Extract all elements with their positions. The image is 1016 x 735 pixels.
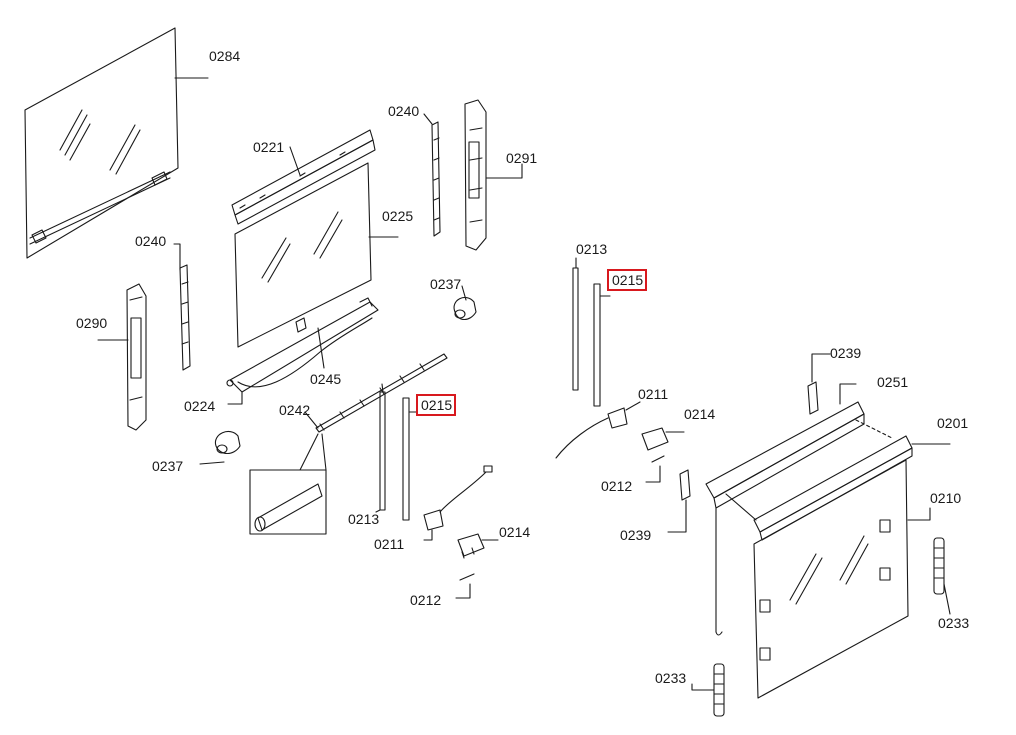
label-0251: 0251: [877, 374, 909, 390]
part-0221-top-profile: [231, 129, 376, 225]
part-0237-clip-upper: [453, 285, 477, 321]
part-0225-inner-glass: [234, 162, 399, 348]
label-0291: 0291: [506, 150, 538, 166]
part-0214-latch-left: [457, 533, 499, 559]
label-0214: 0214: [684, 406, 716, 422]
label-0215-highlighted: 0215: [415, 394, 457, 416]
leader-0245: [317, 327, 325, 369]
label-0245: 0245: [310, 371, 342, 387]
label-0233: 0233: [655, 670, 687, 686]
label-0284: 0284: [209, 48, 241, 64]
label-0212: 0212: [410, 592, 442, 608]
part-0242-seal-rod: [249, 353, 448, 535]
part-0224-lower-profile: [226, 297, 379, 405]
part-0215-seal-left: [402, 397, 419, 521]
part-0233-hinge-right: [933, 537, 951, 615]
label-0214: 0214: [499, 524, 531, 540]
part-0213-seal-strip-right: [572, 257, 579, 391]
part-0251-door-top: [705, 383, 865, 509]
part-0211-switch-left: [423, 465, 493, 541]
part-0210-door-panel: [715, 459, 931, 699]
part-0239-clip-lower: [667, 469, 691, 533]
label-0240: 0240: [388, 103, 420, 119]
label-0201: 0201: [937, 415, 969, 431]
label-0213: 0213: [576, 241, 608, 257]
part-0240-holder-left: [173, 243, 191, 371]
label-0211: 0211: [374, 536, 405, 552]
part-0233-hinge-left: [691, 663, 725, 717]
label-0212: 0212: [601, 478, 633, 494]
label-0290: 0290: [76, 315, 108, 331]
label-0240: 0240: [135, 233, 167, 249]
part-0290-side-rail: [97, 283, 147, 431]
label-0237: 0237: [152, 458, 184, 474]
label-0225: 0225: [382, 208, 414, 224]
label-0221: 0221: [253, 139, 285, 155]
part-0213-seal-strip-left: [375, 383, 386, 513]
label-0211: 0211: [638, 386, 669, 402]
label-0224: 0224: [184, 398, 216, 414]
label-0215-highlighted: 0215: [606, 269, 648, 291]
label-0242: 0242: [279, 402, 311, 418]
part-0212-pin-left: [455, 573, 475, 599]
part-0237-clip-lower: [199, 431, 241, 465]
label-0213: 0213: [348, 511, 380, 527]
label-0210: 0210: [930, 490, 962, 506]
label-0237: 0237: [430, 276, 462, 292]
label-0233: 0233: [938, 615, 970, 631]
part-0240-holder-upper: [423, 113, 441, 237]
part-0291-side-rail: [464, 99, 523, 251]
label-0239: 0239: [620, 527, 652, 543]
part-0239-clip-upper: [807, 353, 831, 415]
part-0211-switch-right: [555, 401, 641, 459]
label-0239: 0239: [830, 345, 862, 361]
part-0201-door-frame: [725, 419, 951, 541]
part-0212-pin-right: [645, 455, 665, 483]
part-0214-latch-right: [641, 427, 685, 451]
part-0284-outer-glass: [24, 27, 209, 259]
part-0215-seal-right: [593, 283, 611, 407]
